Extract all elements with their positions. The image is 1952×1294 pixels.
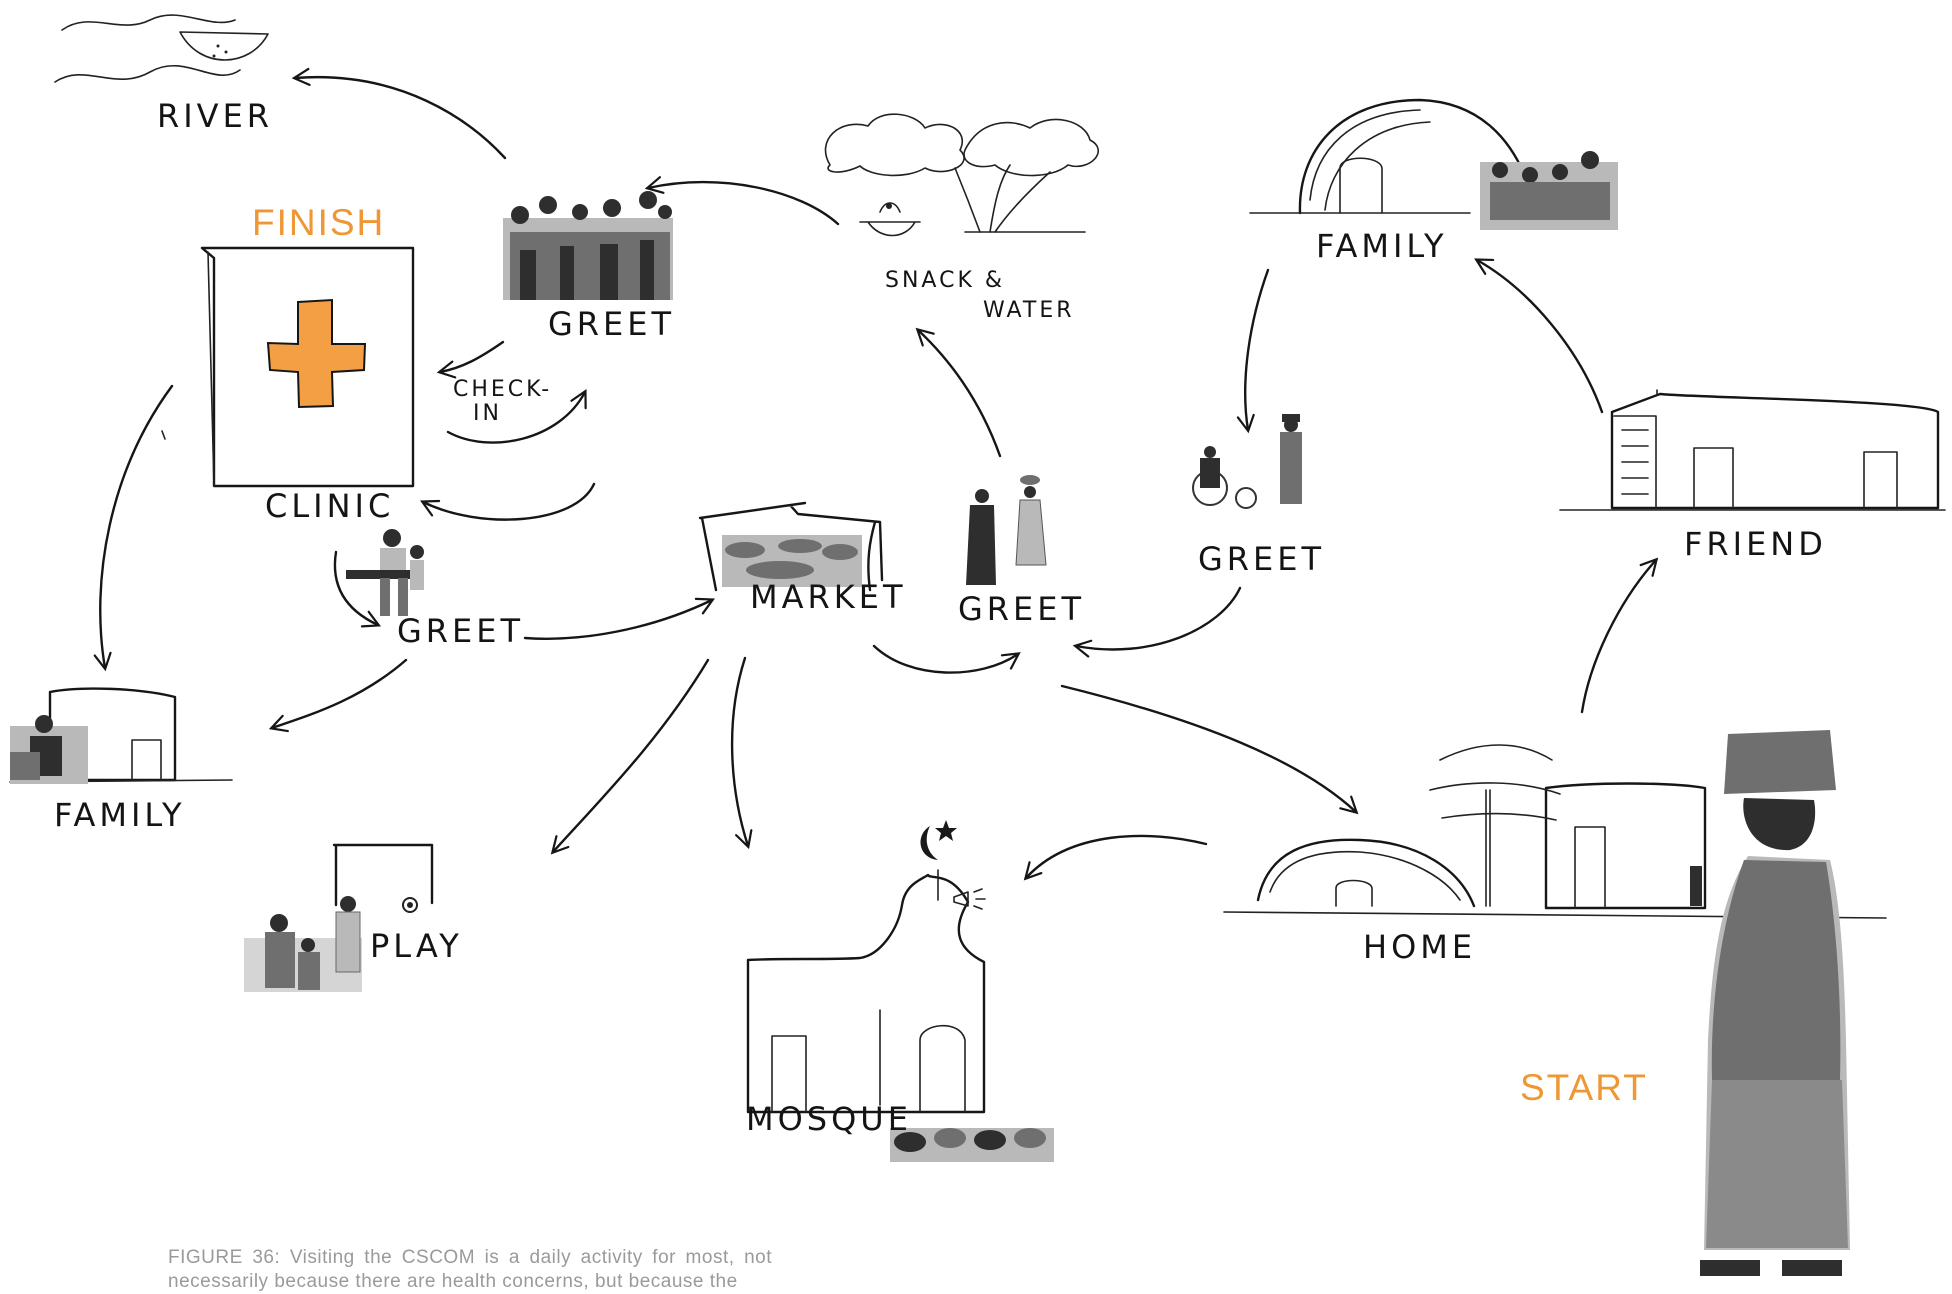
greet-right-label: GREET	[1198, 540, 1325, 578]
start-label: START	[1520, 1067, 1648, 1108]
arrow-home-mosque	[1023, 834, 1208, 881]
arrow-to-river	[291, 67, 507, 160]
greet-top-label: GREET	[548, 305, 675, 343]
arrow-checkin-loop	[446, 389, 587, 444]
arrow-friend-family	[1474, 258, 1604, 414]
greet-center-photo	[966, 475, 1047, 585]
clinic-label: CLINIC	[265, 487, 394, 525]
arrow-start-friend	[1580, 557, 1659, 714]
clinic-building	[200, 246, 415, 488]
greet-right-photo	[1192, 414, 1302, 509]
arrow-market-mosque	[730, 656, 753, 850]
arrow-center-home	[1060, 684, 1359, 815]
snack-label-2: WATER	[983, 298, 1075, 323]
clinic-cross-icon	[266, 298, 367, 409]
arrow-family-greet	[1236, 268, 1270, 434]
mosque-label: MOSQUE	[746, 1100, 912, 1138]
market-stall	[698, 501, 884, 592]
crowd-photo	[503, 191, 673, 300]
snack-label-1: SNACK &	[885, 268, 1005, 293]
greet-left-label: GREET	[397, 612, 524, 650]
arrow-greet-family	[268, 658, 408, 733]
route-arrows	[93, 67, 1659, 881]
greet-center-label: GREET	[958, 590, 1085, 628]
woman-photo	[1690, 730, 1850, 1276]
arrow-to-clinic	[420, 482, 596, 521]
arrow-clinic-greet	[333, 550, 382, 628]
home-label: HOME	[1363, 928, 1476, 966]
market-label: MARKET	[750, 578, 906, 616]
arrow-greet-snack	[915, 327, 1002, 458]
loudspeaker-icon	[953, 888, 986, 910]
arrow-market-play	[550, 658, 710, 855]
tree-sketch	[824, 113, 1099, 237]
play-label: PLAY	[370, 927, 463, 965]
family-hut-top	[1249, 98, 1618, 230]
finish-label: FINISH	[252, 202, 385, 243]
mosque-building	[746, 869, 986, 1114]
prayer-photo	[890, 1128, 1054, 1162]
figure-caption: FIGURE 36: Visiting the CSCOM is a daily…	[168, 1247, 772, 1292]
play-goal	[244, 843, 434, 992]
greet-left-photo	[346, 529, 424, 616]
check-in-label-2: IN	[473, 401, 502, 426]
check-in-label-1: CHECK-	[453, 377, 552, 402]
friend-label: FRIEND	[1684, 525, 1827, 563]
arrow-greet-market	[523, 597, 716, 640]
river-label: RIVER	[157, 97, 273, 135]
friend-house	[1559, 389, 1946, 511]
family-house-left	[9, 687, 233, 784]
family-left-label: FAMILY	[54, 796, 186, 834]
crescent-star-icon	[920, 820, 957, 860]
arrow-market-greet	[872, 644, 1021, 674]
family-top-label: FAMILY	[1316, 227, 1448, 265]
arrow-to-greet-top	[644, 176, 840, 226]
arrow-to-family-left	[93, 384, 174, 672]
arrow-greet-right-center	[1072, 586, 1242, 658]
arrow-to-checkin	[436, 340, 505, 379]
river-sketch	[54, 14, 269, 83]
